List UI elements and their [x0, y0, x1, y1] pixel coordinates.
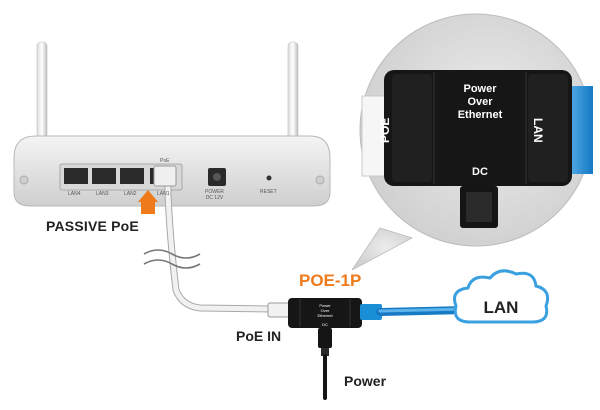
svg-text:Ethernet: Ethernet [317, 313, 333, 318]
cable-break-marks [143, 249, 201, 269]
svg-text:DC: DC [322, 322, 328, 327]
zoom-title-line: Ethernet [457, 109, 503, 121]
poe-in-label: PoE IN [236, 328, 282, 344]
port-label-lan1: LAN1 [157, 191, 170, 197]
router-antennas [36, 41, 299, 159]
port-label-lan4: LAN4 [68, 191, 81, 197]
svg-text:Over: Over [321, 308, 330, 313]
port-lan2 [120, 168, 144, 184]
poe-port-marker: PoE [160, 158, 170, 164]
svg-text:Power: Power [319, 303, 331, 308]
power-jack-label: POWER DC 12V [205, 189, 224, 201]
white-poe-cable [153, 165, 276, 313]
poe-plug [153, 165, 177, 187]
port-label-lan3: LAN3 [96, 191, 109, 197]
reset-button [266, 175, 272, 181]
zoom-lan-port-label: LAN [531, 118, 545, 143]
zoom-title-line: Over [467, 96, 493, 108]
zoom-poe-port-label: POE [378, 117, 392, 143]
zoom-bubble [351, 13, 593, 271]
port-label-lan2: LAN2 [124, 191, 137, 197]
model-label: POE-1P [299, 271, 362, 290]
zoom-title-line: Power [463, 83, 497, 95]
passive-poe-label: PASSIVE PoE [46, 218, 139, 234]
up-arrow-icon [138, 190, 158, 214]
lan-cloud-label: LAN [483, 298, 519, 317]
poe-1p-device: Power Over Ethernet DC [267, 298, 470, 400]
zoom-device-title: Power Over Ethernet [441, 83, 519, 122]
reset-label: RESET [260, 189, 277, 195]
cloud-icon [453, 269, 550, 324]
power-label: Power [344, 373, 387, 389]
zoom-dc-port-label: DC [472, 166, 488, 178]
port-lan3 [92, 168, 116, 184]
port-lan4 [64, 168, 88, 184]
